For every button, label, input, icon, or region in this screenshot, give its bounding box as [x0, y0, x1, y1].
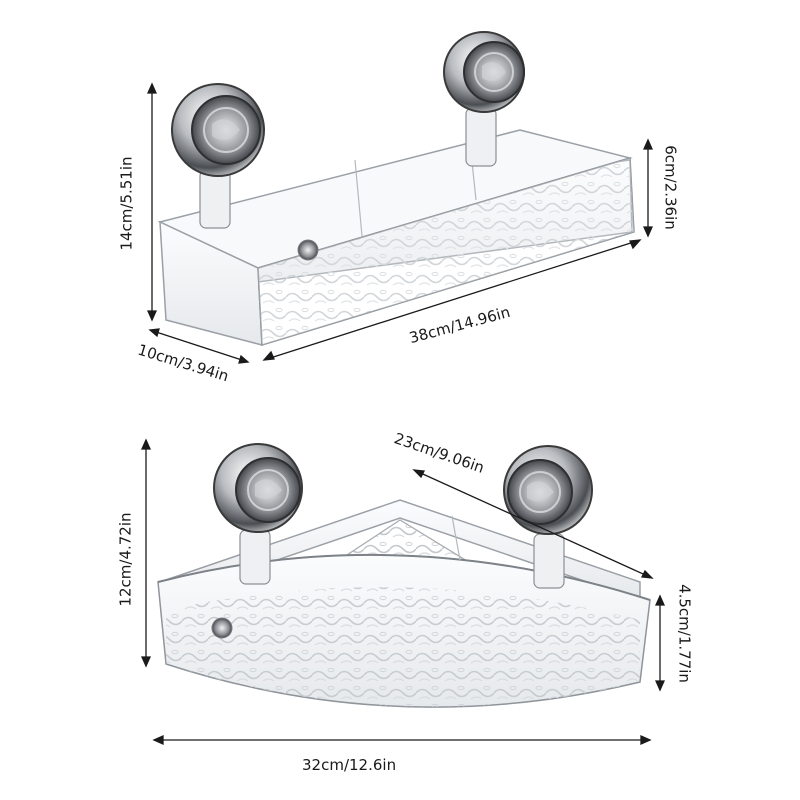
rect-shelf-wall-label: 6cm/2.36in: [661, 145, 680, 230]
suction-cup-icon: [443, 31, 525, 113]
corner-shelf-wall-label: 4.5cm/1.77in: [675, 584, 694, 683]
corner-shelf: [157, 499, 651, 708]
rect-shelf-dimension-lines: [146, 82, 654, 364]
corner-shelf-height-label: 12cm/4.72in: [116, 512, 135, 607]
suction-cup-icon: [503, 445, 593, 535]
corner-shelf-width-label: 32cm/12.6in: [302, 756, 397, 774]
suction-cup-icon: [213, 443, 303, 533]
corner-shelf-dimension-lines: [140, 438, 666, 746]
rect-shelf-height-label: 14cm/5.51in: [117, 156, 136, 251]
rect-shelf: [157, 107, 635, 346]
suction-cup-icon: [171, 83, 265, 177]
